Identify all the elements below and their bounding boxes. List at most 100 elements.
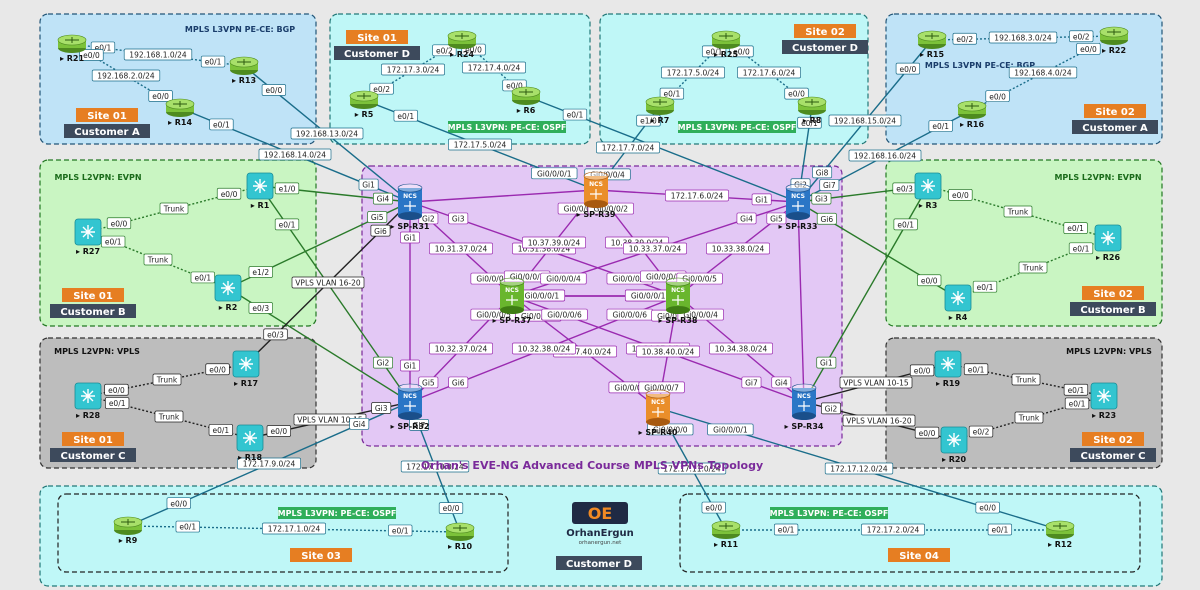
interface-label-bg	[79, 49, 104, 61]
node-r26[interactable]: ▸ R26	[1094, 224, 1122, 262]
link-network-label-text: 192.168.13.0/24	[296, 130, 358, 139]
node-r5[interactable]: ▸ R5	[349, 90, 379, 119]
interface-label-text: Gi1	[362, 181, 375, 190]
interface-label: e0/2	[432, 44, 457, 57]
interface-label-text: Gi6	[820, 215, 833, 224]
interface-label-text: e0/0	[900, 65, 917, 74]
node-r21[interactable]: ▸ R21	[57, 34, 87, 63]
sp-router-base	[398, 412, 422, 420]
node-r13[interactable]: ▸ R13	[229, 56, 259, 85]
node-r4[interactable]: ▸ R4	[944, 284, 972, 322]
interface-label-text: Gi2	[422, 215, 435, 224]
link-network-label: Trunk	[159, 202, 189, 215]
node-r24[interactable]: ▸ R24	[447, 30, 477, 59]
node-r6[interactable]: ▸ R6	[511, 86, 541, 115]
node-label: ▸ SP-R32	[391, 422, 430, 431]
link-network-label: 172.17.9.0/24	[237, 457, 301, 470]
interface-label-bg	[975, 501, 1000, 514]
node-sp-r32[interactable]: NCS▸ SP-R32	[391, 383, 430, 431]
site-badge-text: Site 01	[73, 291, 113, 302]
interface-label-text: e0/1	[1069, 400, 1086, 409]
interface-label-text: e0/1	[392, 527, 409, 536]
link-network-label-bg	[152, 373, 182, 386]
node-r20[interactable]: ▸ R20	[940, 426, 968, 464]
interface-label-text: e0/0	[914, 366, 931, 375]
node-label: ▸ R17	[234, 379, 258, 388]
node-sp-r33[interactable]: NCS▸ SP-R33	[779, 183, 818, 231]
node-r14[interactable]: ▸ R14	[165, 98, 195, 127]
interface-label: e0/1	[190, 271, 215, 284]
interface-label-bg	[349, 417, 370, 430]
ncs-mark-icon: NCS	[651, 399, 665, 406]
node-sp-r37[interactable]: NCS▸ SP-R37	[493, 277, 532, 325]
interface-label-bg	[819, 179, 840, 191]
node-r18[interactable]: ▸ R18	[236, 424, 264, 462]
link-network-label-bg	[824, 462, 894, 475]
interface-label-bg	[148, 90, 173, 102]
node-r15[interactable]: ▸ R15	[917, 30, 947, 59]
interface-label-text: Gi0/0/0/7	[521, 312, 556, 321]
bottom-badge-bg	[888, 548, 950, 562]
node-label: ▸ R27	[76, 247, 100, 256]
node-r25[interactable]: ▸ R25	[711, 30, 741, 59]
interface-label-text: e0/0	[952, 191, 969, 200]
node-r7[interactable]: ▸ R7	[645, 96, 675, 125]
service-label: MPLS L3VPN: PE-CE: OSPF	[448, 121, 566, 133]
node-r12[interactable]: ▸ R12	[1045, 520, 1075, 549]
node-sp-r34[interactable]: NCS▸ SP-R34	[785, 383, 824, 431]
node-r28[interactable]: ▸ R28	[74, 382, 102, 420]
node-r8[interactable]: ▸ R8	[797, 96, 827, 125]
node-sp-r38[interactable]: NCS▸ SP-R38	[659, 277, 698, 325]
node-r3[interactable]: ▸ R3	[914, 172, 942, 210]
interface-label-bg	[373, 356, 393, 369]
link-network-label-text: 10.33.38.0/24	[712, 245, 765, 254]
interface-label: Gi0/0/0/0	[647, 423, 694, 436]
interface-label-text: e1/2	[252, 268, 269, 277]
router-arrows-icon	[357, 93, 371, 99]
node-r22[interactable]: ▸ R22	[1099, 26, 1129, 55]
interface-label-text: Gi0/0/0/2	[593, 205, 628, 214]
node-sp-r31[interactable]: NCS▸ SP-R31	[391, 183, 430, 231]
node-r10[interactable]: ▸ R10	[445, 522, 475, 551]
node-sp-r40[interactable]: NCS▸ SP-R40	[639, 389, 678, 437]
interface-label-bg	[1063, 222, 1088, 234]
link-network-label-bg	[828, 114, 902, 127]
node-r11[interactable]: ▸ R11	[711, 520, 741, 549]
link-network-label: 10.32.37.0/24	[429, 342, 493, 355]
interface-label-bg	[388, 524, 413, 537]
interface-label-bg	[909, 364, 935, 377]
interface-label-text: e0/3	[252, 304, 269, 313]
link-network-label: Trunk	[1003, 205, 1033, 218]
node-sp-r39[interactable]: NCS▸ SP-R39	[577, 171, 616, 219]
node-r27[interactable]: ▸ R27	[74, 218, 102, 256]
node-r2[interactable]: ▸ R2	[214, 274, 242, 312]
interface-label-text: Gi4	[775, 379, 788, 388]
node-r17[interactable]: ▸ R17	[232, 350, 260, 388]
interface-label-text: Gi0/0/0/7	[644, 383, 679, 392]
node-r23[interactable]: ▸ R23	[1090, 382, 1118, 420]
node-r19[interactable]: ▸ R19	[934, 350, 962, 388]
node-r1[interactable]: ▸ R1	[246, 172, 274, 210]
link-network-label: 172.17.5.0/24	[448, 138, 512, 151]
interface-label-text: e0/0	[111, 219, 128, 228]
logo-mark	[572, 502, 628, 524]
node-r16[interactable]: ▸ R16	[957, 100, 987, 129]
customer-badge-text: Customer D	[344, 49, 410, 60]
interface-label: Gi1	[816, 356, 837, 369]
node-label: ▸ R3	[919, 201, 938, 210]
link-network-label-bg	[237, 457, 301, 470]
service-label-bg	[278, 507, 396, 519]
node-label: ▸ SP-R33	[779, 222, 818, 231]
node-label: ▸ R11	[714, 540, 739, 549]
link-network-label-text: 172.17.10.0/24	[406, 463, 464, 472]
node-r9[interactable]: ▸ R9	[113, 516, 143, 545]
interface-label-bg	[540, 272, 587, 285]
interface-label: Gi4	[373, 192, 393, 205]
interface-label-bg	[1064, 397, 1090, 410]
customer-badge-bg	[782, 40, 868, 54]
link-network-label-text: Trunk	[147, 256, 169, 265]
interface-label-text: Gi0/0/0/3	[564, 205, 599, 214]
node-label: ▸ SP-R31	[391, 222, 430, 231]
interface-label-bg	[409, 419, 429, 431]
link-sp-r31-sp-r39	[409, 189, 597, 203]
